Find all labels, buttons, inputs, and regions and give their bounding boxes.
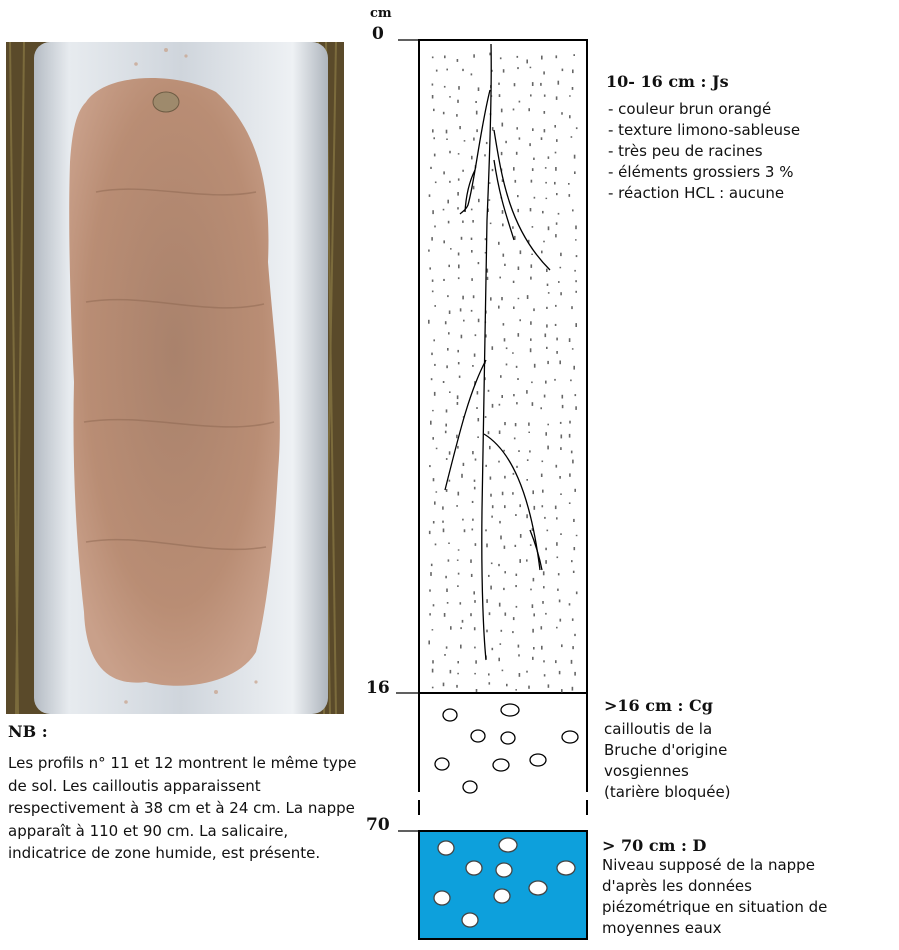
depth-unit-label: cm [370,6,392,21]
horizon-js-description: 10- 16 cm : Js - couleur brun orangé - t… [606,72,800,204]
horizon-cg-description: >16 cm : Cg cailloutis de la Bruche d'or… [604,696,731,803]
horizon-js-line: - réaction HCL : aucune [608,183,800,204]
depth-tick-0: 0 [372,24,384,44]
horizon-cg-line: Bruche d'origine [604,740,731,761]
horizon-cg-line: (tarière bloquée) [604,782,731,803]
horizon-d-line: d'après les données [602,876,827,897]
horizon-cg [419,693,587,815]
note-text: Les profils n° 11 et 12 montrent le même… [8,752,358,865]
note-title: NB : [8,722,48,741]
horizon-d-line: moyennes eaux [602,918,827,939]
pebbles [435,704,578,793]
horizon-cg-line: vosgiennes [604,761,731,782]
horizon-d-line: Niveau supposé de la nappe [602,855,827,876]
soil-core [69,78,280,686]
horizon-js-title: 10- 16 cm : Js [606,72,800,91]
horizon-d-title: > 70 cm : D [602,836,827,855]
depth-tick-70: 70 [366,815,390,835]
horizon-d-water [419,831,587,939]
soil-core-photo [6,42,344,714]
horizon-cg-title: >16 cm : Cg [604,696,731,715]
horizon-cg-line: cailloutis de la [604,719,731,740]
horizon-js [419,40,587,693]
horizon-js-line: - couleur brun orangé [608,99,800,120]
soil-profile-column [390,30,600,942]
depth-tick-16: 16 [366,678,390,698]
horizon-js-line: - très peu de racines [608,141,800,162]
horizon-d-description: > 70 cm : D Niveau supposé de la nappe d… [602,836,827,939]
horizon-d-line: piézométrique en situation de [602,897,827,918]
horizon-js-line: - éléments grossiers 3 % [608,162,800,183]
horizon-js-line: - texture limono-sableuse [608,120,800,141]
